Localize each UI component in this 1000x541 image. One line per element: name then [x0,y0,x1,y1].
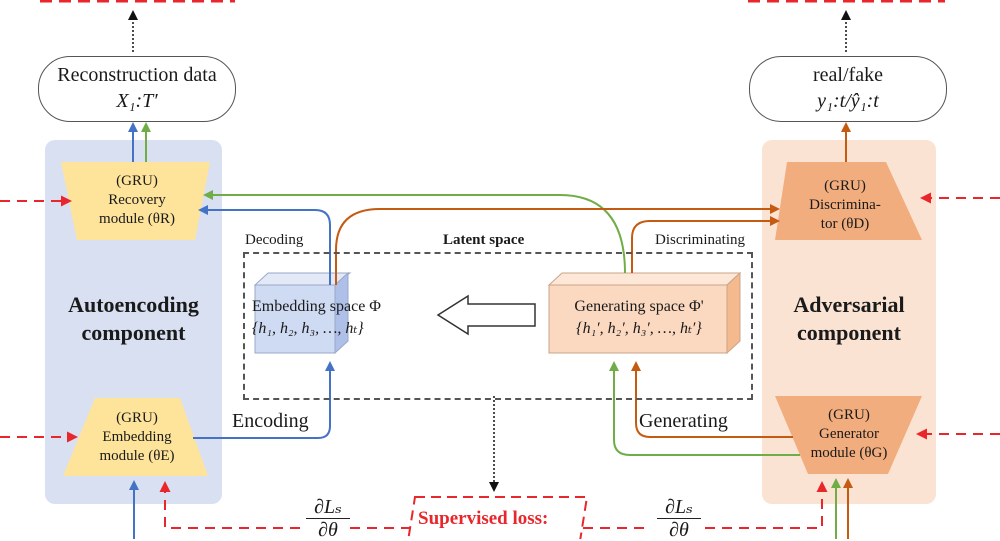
generating-space-set: {h₁′, h₂′, h₃′, …, hₜ′} [576,320,702,337]
discriminating-label: Discriminating [655,232,745,248]
discriminator-module-shape [775,162,922,240]
embedding-module-shape [63,398,208,476]
real-fake-node: real/fake y₁:t/ŷ₁:t [749,56,947,122]
adversarial-component-title: Adversarial component [762,291,936,347]
discriminator-module-name: Discrimina- [809,197,881,213]
embedding-module-type: (GRU) [116,410,158,426]
discriminator-module-type: (GRU) [824,178,866,194]
generating-to-embedding-hollow-arrow [436,294,536,336]
gradient-right: ∂Lₛ ∂θ [657,496,701,541]
gradient-left: ∂Lₛ ∂θ [306,496,350,541]
reconstruction-title: Reconstruction data [57,64,217,86]
generating-space-title: Generating space Φ' [574,298,704,315]
generator-module-name: Generator [819,426,879,442]
recovery-module-shape [61,162,210,240]
generator-module-param: module (θG) [810,445,888,461]
generating-to-recovery-green [203,190,626,274]
embedding-space-title: Embedding space Φ [252,298,381,315]
reconstruction-formula: X₁:T′ [116,90,158,112]
decoding-label: Decoding [245,232,304,248]
adversarial-title-line1: Adversarial [793,292,905,317]
embedding-space-set: {h₁, h₂, h₃, …, hₜ} [252,320,364,337]
generating-flow-green [609,361,800,456]
generator-module-shape [775,396,922,474]
generating-flow-orange [631,361,793,438]
loss-to-generator-gradient [705,481,828,529]
discriminator-module-param: tor (θD) [820,216,870,232]
loss-to-embedding-gradient [159,481,300,529]
generating-space-text: Generating space Φ' {h₁′, h₂′, h₃′, …, h… [551,296,727,340]
autoencoding-component-title: Autoencoding component [45,291,222,347]
embedding-module: (GRU) Embedding module (θE) [72,409,202,466]
recovery-module-name: Recovery [108,192,166,208]
generating-label: Generating [639,410,728,432]
supervised-loss-box [407,496,589,539]
embedding-module-name: Embedding [102,429,172,445]
discriminator-module: (GRU) Discrimina- tor (θD) [790,177,900,234]
real-fake-title: real/fake [813,64,883,86]
recovery-module: (GRU) Recovery module (θR) [72,172,202,229]
gradient-left-denominator: ∂θ [318,519,338,541]
gradient-right-denominator: ∂θ [669,519,689,541]
autoencoding-title-line2: component [81,320,186,345]
latent-space-title: Latent space [443,232,525,248]
recovery-module-type: (GRU) [116,173,158,189]
generating-space-box [547,271,742,355]
embedding-to-discriminator-orange [335,204,780,285]
gradient-left-numerator: ∂Lₛ [306,496,350,519]
generator-module-type: (GRU) [828,407,870,423]
generating-to-discriminator-orange [631,216,780,273]
embedding-space-text: Embedding space Φ {h₁, h₂, h₃, …, hₜ} [252,296,381,340]
recovery-module-param: module (θR) [99,211,175,227]
gradient-right-numerator: ∂Lₛ [657,496,701,519]
autoencoding-title-line1: Autoencoding [68,292,199,317]
real-fake-formula: y₁:t/ŷ₁:t [817,90,879,112]
embedding-module-param: module (θE) [99,448,175,464]
decoding-flow-blue [198,205,331,285]
latent-space-region [243,252,753,400]
adversarial-title-line2: component [797,320,901,345]
encoding-flow-blue [193,361,335,439]
encoding-label: Encoding [232,410,309,432]
supervised-loss-label: Supervised loss: [418,508,549,529]
reconstruction-data-node: Reconstruction data X₁:T′ [38,56,236,122]
generator-module: (GRU) Generator module (θG) [790,406,908,463]
